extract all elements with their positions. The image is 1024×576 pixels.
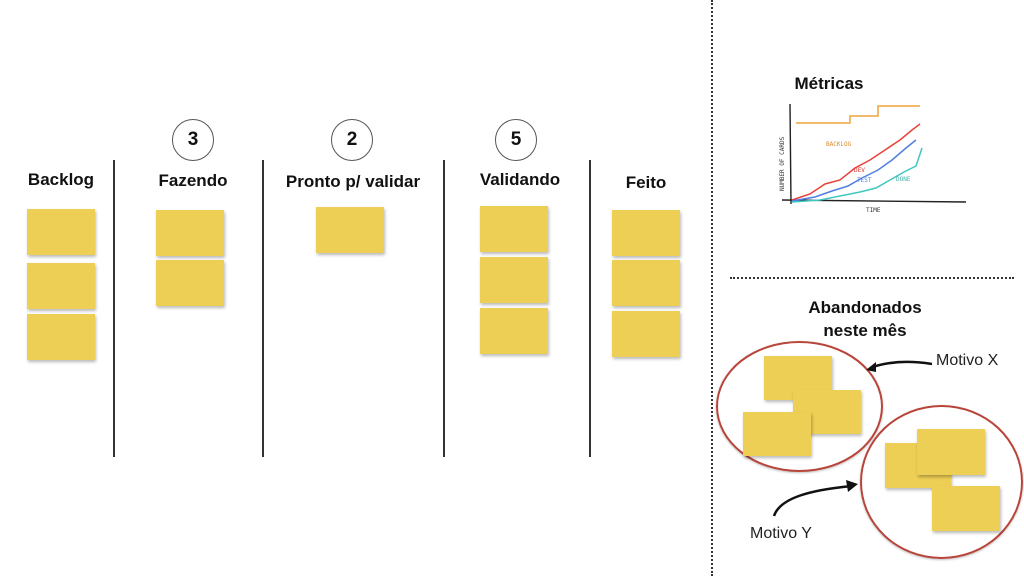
abandoned-card[interactable] xyxy=(917,429,985,475)
done-line xyxy=(791,147,923,203)
dev-line xyxy=(791,123,921,201)
abandoned-card[interactable] xyxy=(743,412,811,456)
column-separator xyxy=(443,160,445,457)
column-separator xyxy=(262,160,264,457)
wip-limit-pronto-p-validar: 2 xyxy=(331,119,373,161)
side-panel-divider xyxy=(711,0,713,576)
column-title-feito: Feito xyxy=(625,173,667,192)
abandoned-title-line1: Abandonados xyxy=(808,298,922,317)
column-title-backlog: Backlog xyxy=(27,170,95,189)
column-title-validando: Validando xyxy=(479,170,561,189)
done-label: DONE xyxy=(896,176,911,183)
abandoned-group-y xyxy=(860,405,1023,559)
card-validando[interactable] xyxy=(480,257,548,303)
column-separator xyxy=(113,160,115,457)
backlog-label: BACKLOG xyxy=(826,141,852,148)
card-backlog[interactable] xyxy=(27,263,95,309)
abandoned-card[interactable] xyxy=(932,486,1000,531)
reason-x-arrow-icon xyxy=(866,360,933,372)
reason-y-label: Motivo Y xyxy=(750,525,812,542)
column-title-pronto-p-validar: Pronto p/ validar xyxy=(285,172,421,191)
reason-y-arrow-icon xyxy=(772,480,858,517)
card-feito[interactable] xyxy=(612,210,680,256)
abandoned-title-line2: neste mês xyxy=(823,321,907,340)
card-backlog[interactable] xyxy=(27,209,95,255)
card-fazendo[interactable] xyxy=(156,260,224,306)
card-feito[interactable] xyxy=(612,260,680,306)
card-backlog[interactable] xyxy=(27,314,95,360)
card-fazendo[interactable] xyxy=(156,210,224,256)
metrics-divider xyxy=(730,277,1014,279)
cumulative-flow-sketch: NUMBER OF CARDS BACKLOG DEV TEST DONE TI… xyxy=(779,103,967,214)
card-validando[interactable] xyxy=(480,206,548,252)
wip-limit-fazendo: 3 xyxy=(172,119,214,161)
test-line xyxy=(791,139,917,202)
test-label: TEST xyxy=(857,177,872,184)
y-axis xyxy=(789,103,792,205)
backlog-line xyxy=(796,105,920,124)
reason-x-label: Motivo X xyxy=(936,352,999,369)
card-validando[interactable] xyxy=(480,308,548,354)
card-pronto-p-validar[interactable] xyxy=(316,207,384,253)
wip-limit-validando: 5 xyxy=(495,119,537,161)
metrics-title: Métricas xyxy=(794,74,864,93)
column-title-fazendo: Fazendo xyxy=(158,171,228,190)
card-feito[interactable] xyxy=(612,311,680,357)
ylabel-text: NUMBER OF CARDS xyxy=(779,136,786,191)
column-separator xyxy=(589,160,591,457)
xlabel-text: TIME xyxy=(866,207,881,214)
dev-label: DEV xyxy=(854,167,865,174)
abandoned-group-x xyxy=(716,341,883,472)
